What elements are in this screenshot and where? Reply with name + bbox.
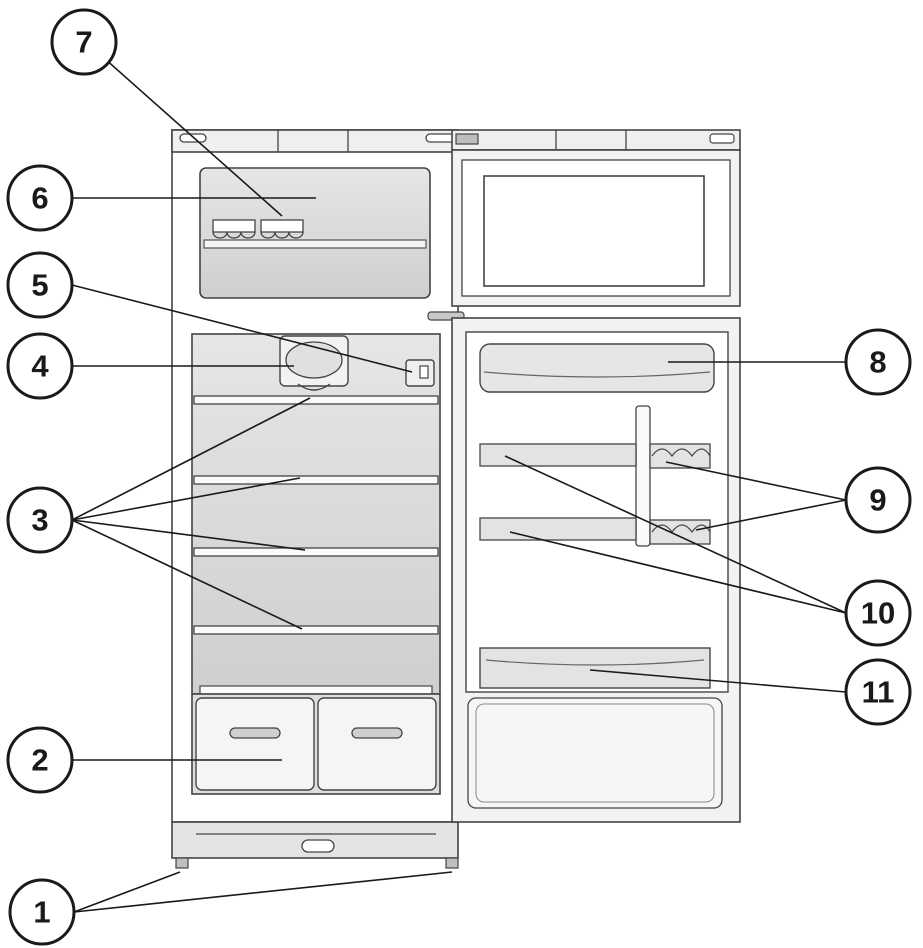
door-shelf-top[interactable] [479, 343, 715, 393]
shelf[interactable] [193, 547, 439, 557]
fridge-compartment [191, 333, 441, 695]
crisper-drawer-right[interactable] [317, 697, 437, 791]
callout-9-label: 9 [869, 483, 886, 518]
freezer-door[interactable] [451, 149, 741, 307]
callout-1-label: 1 [33, 895, 50, 930]
callout-8: 8 [844, 328, 912, 396]
door-shelf-bottom[interactable] [479, 647, 711, 689]
shelf[interactable] [193, 475, 439, 485]
door-shelf[interactable] [479, 443, 637, 467]
callout-3: 3 [6, 486, 74, 554]
callout-4-label: 4 [31, 349, 49, 384]
callout-2: 2 [6, 726, 74, 794]
door-shelf[interactable] [479, 517, 637, 541]
callout-10: 10 [844, 579, 912, 647]
callout-8-label: 8 [869, 345, 886, 380]
callout-4: 4 [6, 332, 74, 400]
adjustable-foot-right[interactable] [445, 857, 459, 869]
callout-1: 1 [8, 878, 76, 946]
callout-10-label: 10 [861, 596, 895, 631]
callout-7: 7 [50, 8, 118, 76]
ice-tray[interactable] [212, 219, 304, 239]
bottle-holder[interactable] [649, 443, 711, 469]
top-trim [171, 129, 459, 153]
cabinet [171, 129, 467, 869]
lamp-housing [279, 335, 349, 391]
callout-7-label: 7 [75, 25, 92, 60]
base-plinth [171, 821, 459, 859]
callout-5: 5 [6, 251, 74, 319]
callout-9: 9 [844, 466, 912, 534]
callout-11: 11 [844, 658, 912, 726]
crisper-drawers [191, 693, 441, 795]
doors [427, 129, 741, 823]
callout-6: 6 [6, 164, 74, 232]
freezer-compartment [199, 167, 431, 299]
thermostat-knob[interactable] [405, 359, 435, 387]
callout-6-label: 6 [31, 181, 48, 216]
bottle-holder[interactable] [649, 519, 711, 545]
callout-11-label: 11 [862, 675, 895, 710]
fridge-door[interactable] [451, 317, 741, 823]
adjustable-foot-left[interactable] [175, 857, 189, 869]
crisper-drawer-left[interactable] [195, 697, 315, 791]
callout-3-label: 3 [31, 503, 48, 538]
callout-5-label: 5 [31, 268, 48, 303]
shelf[interactable] [193, 625, 439, 635]
callout-2-label: 2 [31, 743, 48, 778]
leader-lines [71, 57, 847, 913]
shelf[interactable] [193, 395, 439, 405]
